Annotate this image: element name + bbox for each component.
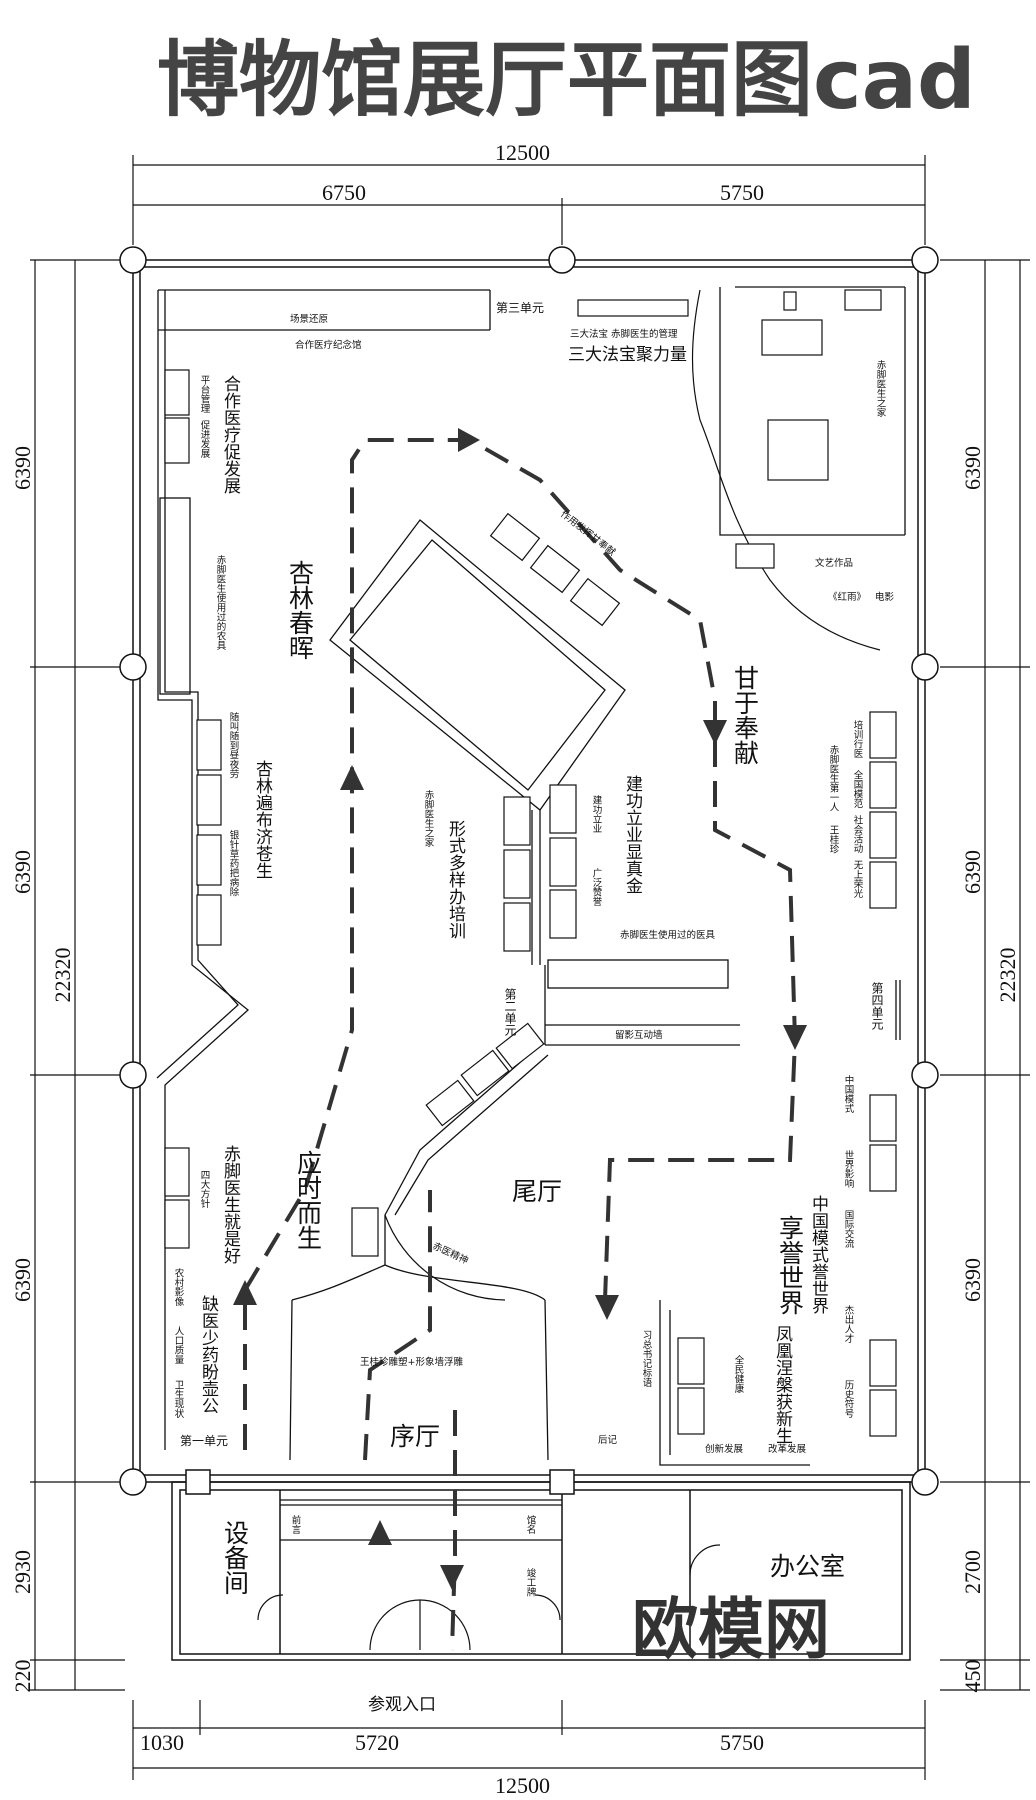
unit-3: 第三单元 (496, 301, 544, 315)
dim-right-row-3: 6390 (960, 1258, 985, 1302)
label-weisheng: 卫生现状 (173, 1380, 185, 1418)
zone-office: 办公室 (770, 1552, 845, 1581)
zone-xuting: 序厅 (390, 1422, 440, 1451)
label-zuoyong: 作用发挥甘奉献 (558, 508, 618, 559)
dim-left-row-4: 2930 (10, 1550, 35, 1594)
label-nongcun: 农村影像 (173, 1267, 185, 1306)
label-guanming: 馆名 (525, 1514, 537, 1535)
label-cujin: 促进发展 (199, 419, 211, 459)
label-suihu: 随叫随到昼夜劳 (228, 711, 240, 779)
label-wangguizhen: 王桂珍 (828, 825, 840, 854)
label-shehui: 社会活动 (852, 814, 864, 854)
label-gaige: 改革发展 (768, 1443, 807, 1455)
unit-2: 第二单元 (503, 988, 517, 1037)
label-houji: 后记 (598, 1434, 618, 1446)
label-yinzhen: 银针草药把病除 (228, 829, 240, 896)
zone-xiangyu: 享誉世界 (776, 1215, 805, 1315)
label-guangfan: 广泛赞誉 (591, 867, 603, 907)
label-diaosu: 王桂珍雕塑+形象墙浮雕 (360, 1356, 463, 1368)
label-quanguo: 全国模范 (852, 769, 864, 809)
dim-left-group: 6390 6390 6390 2930 220 22320 (10, 446, 75, 1693)
dim-right-row-2: 6390 (960, 850, 985, 894)
dim-left-row-2: 6390 (10, 850, 35, 894)
dim-left-total: 22320 (50, 948, 75, 1003)
dimension-lines (30, 155, 1030, 1780)
label-hezuo: 合作医疗促发展 (220, 375, 241, 494)
label-nongju: 赤脚医生使用过的农具 (215, 555, 227, 651)
label-peixun: 培训行医 (852, 719, 864, 758)
label-guoji: 国际交流 (843, 1210, 855, 1249)
label-jiangongli: 建功立业显真金 (622, 775, 643, 894)
label-liuying: 留影互动墙 (615, 1029, 663, 1041)
label-zhongguoyuyu: 中国模式誉世界 (808, 1195, 829, 1314)
label-zhongguomoshi: 中国模式 (843, 1074, 855, 1113)
columns (119, 246, 939, 1496)
label-queyi: 缺医少药盼壶公 (198, 1295, 219, 1414)
dim-left-row-1: 6390 (10, 446, 35, 490)
label-renkou: 人口质量 (173, 1326, 185, 1364)
label-qianyan: 前言 (290, 1514, 302, 1535)
dim-top-left: 6750 (322, 180, 366, 205)
watermark: 欧模网 (632, 1591, 830, 1668)
label-sanda1: 三大法宝 赤脚医生的管理 (570, 328, 678, 340)
zone-xinglin: 杏林春晖 (286, 560, 315, 660)
interior-partitions (156, 286, 906, 1541)
label-sida: 四大方针 (199, 1170, 211, 1209)
showcases (164, 289, 897, 1437)
label-jungong: 竣工牌 (525, 1567, 537, 1597)
label-wenyi: 文艺作品 (815, 557, 853, 569)
label-hongyu: 《红雨》 (828, 591, 866, 603)
label-bianbu: 杏林遍布济苍生 (252, 760, 273, 879)
dim-bottom-right: 5750 (720, 1730, 764, 1755)
zone-yingshi: 应时而生 (294, 1150, 323, 1250)
label-diyiren: 赤脚医生第一人 (828, 745, 840, 812)
label-zhijia1: 赤脚医生之家 (875, 360, 887, 417)
label-jiushihao: 赤脚医生就是好 (220, 1145, 241, 1265)
label-dianying: 电影 (875, 591, 895, 603)
unit-1: 第一单元 (180, 1434, 228, 1448)
dim-right-row-1: 6390 (960, 446, 985, 490)
label-chuangxin: 创新发展 (705, 1443, 744, 1455)
dim-right-row-5: 450 (960, 1660, 985, 1693)
zone-shebei: 设备间 (221, 1520, 250, 1595)
label-changjing: 场景还原 (290, 313, 328, 325)
doors (257, 1214, 721, 1651)
zone-ganyu: 甘于奉献 (731, 665, 760, 765)
label-fenghuang: 凤凰涅槃获新生 (772, 1325, 793, 1444)
route-arrowheads (233, 428, 807, 1590)
page-title: 博物馆展厅平面图cad (157, 33, 976, 128)
dim-left-row-3: 6390 (10, 1258, 35, 1302)
dim-bottom-left: 1030 (140, 1730, 184, 1755)
label-xingshi: 形式多样办培训 (445, 820, 466, 939)
dim-bottom-total: 12500 (495, 1773, 550, 1798)
dim-left-row-5: 220 (10, 1660, 35, 1693)
dim-bottom-mid: 5720 (355, 1730, 399, 1755)
dim-top-right: 5750 (720, 180, 764, 205)
curved-wall (691, 289, 881, 651)
label-chiyi: 赤医精神 (431, 1240, 471, 1267)
outer-walls (132, 259, 926, 1661)
label-jiangong: 建功立业 (591, 794, 603, 833)
label-jiechu: 杰出人才 (843, 1304, 855, 1344)
tour-route (243, 438, 798, 1651)
zone-weiting: 尾厅 (512, 1177, 562, 1206)
label-shijie: 世界影响 (843, 1149, 855, 1189)
label-xizong: 习总书记标语 (641, 1330, 653, 1388)
dim-top-total: 12500 (495, 140, 550, 165)
label-zhijia2: 赤脚医生之家 (423, 790, 435, 847)
label-jinianguan: 合作医疗纪念馆 (295, 339, 362, 351)
dim-right-total: 22320 (995, 948, 1020, 1003)
label-sanda2: 三大法宝聚力量 (568, 345, 687, 365)
label-lishi: 历史符号 (843, 1380, 855, 1419)
label-wushang: 无上荣光 (852, 860, 864, 899)
dim-right-row-4: 2700 (960, 1550, 985, 1594)
label-quanmin: 全民健康 (733, 1354, 745, 1393)
zone-entrance: 参观入口 (368, 1695, 436, 1715)
label-yiju: 赤脚医生使用过的医具 (620, 929, 716, 941)
dim-right-group: 6390 6390 6390 2700 450 22320 (960, 446, 1020, 1693)
label-pingtai: 平台管理 (199, 375, 211, 413)
unit-4: 第四单元 (870, 982, 884, 1031)
